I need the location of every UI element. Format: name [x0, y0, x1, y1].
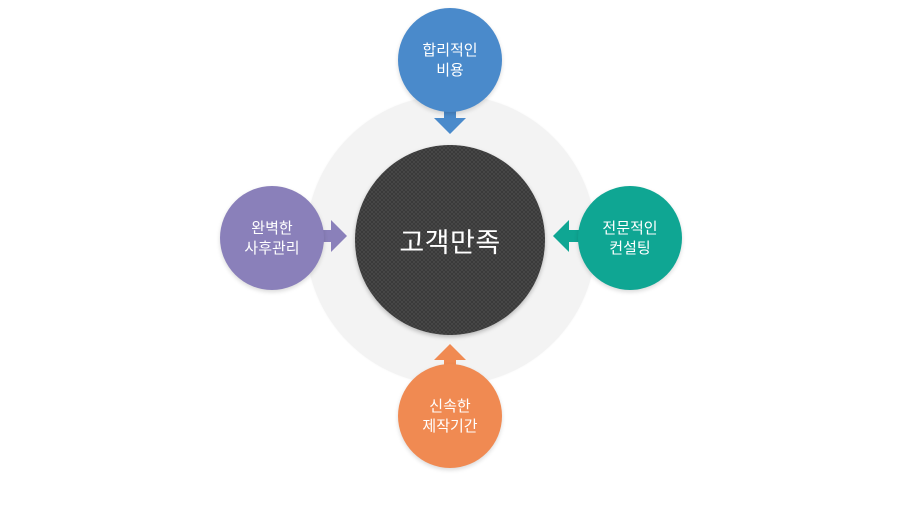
arrow-down-top: [434, 104, 466, 136]
center-label: 고객만족: [399, 227, 501, 259]
node-label-line1: 전문적인: [602, 219, 658, 237]
arrow-up-bottom: [434, 342, 466, 374]
node-label-line2: 비용: [436, 61, 464, 79]
node-perfect-aftercare: 완벽한 사후관리: [220, 186, 324, 290]
node-reasonable-cost: 합리적인 비용: [398, 8, 502, 112]
node-fast-production: 신속한 제작기간: [398, 364, 502, 468]
node-label-line2: 컨설팅: [609, 239, 651, 257]
node-label-line2: 사후관리: [244, 239, 300, 257]
node-expert-consulting: 전문적인 컨설팅: [578, 186, 682, 290]
node-label-line1: 완벽한: [251, 219, 293, 237]
arrow-left-right: [551, 220, 583, 252]
node-label-line2: 제작기간: [422, 417, 478, 435]
node-label-line1: 신속한: [429, 397, 471, 415]
center-circle: 고객만족: [355, 145, 545, 335]
arrow-right-left: [317, 220, 349, 252]
node-label-line1: 합리적인: [422, 41, 478, 59]
